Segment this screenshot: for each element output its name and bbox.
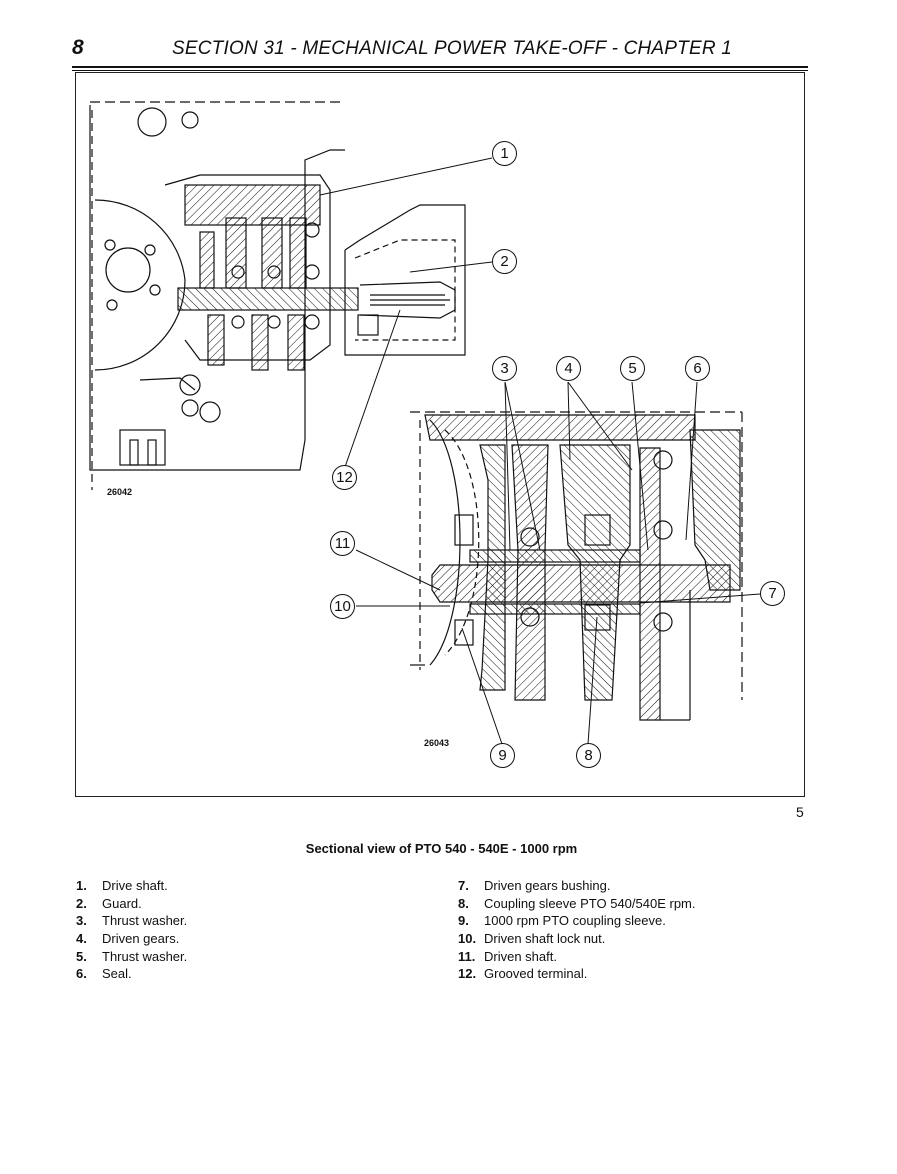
legend-item: 2.Guard. bbox=[76, 895, 142, 911]
callout-10: 10 bbox=[330, 594, 355, 619]
legend-item: 8.Coupling sleeve PTO 540/540E rpm. bbox=[458, 895, 696, 911]
page-header: 8 SECTION 31 - MECHANICAL POWER TAKE-OFF… bbox=[72, 36, 808, 66]
callout-4: 4 bbox=[556, 356, 581, 381]
header-rule-thin bbox=[72, 70, 808, 71]
lower-drawing bbox=[410, 411, 743, 721]
callout-1: 1 bbox=[492, 141, 517, 166]
legend-left: 1.Drive shaft. 2.Guard. 3.Thrust washer.… bbox=[76, 878, 187, 984]
legend-item: 3.Thrust washer. bbox=[76, 913, 188, 929]
legend-item: 9.1000 rpm PTO coupling sleeve. bbox=[458, 913, 666, 929]
callout-12: 12 bbox=[332, 465, 357, 490]
section-title: SECTION 31 - MECHANICAL POWER TAKE-OFF -… bbox=[172, 38, 733, 59]
legend-right: 7.Driven gears bushing. 8.Coupling sleev… bbox=[458, 878, 696, 984]
leader-lines bbox=[319, 157, 761, 745]
legend-item: 1.Drive shaft. bbox=[76, 878, 168, 893]
legend-item: 7.Driven gears bushing. bbox=[458, 878, 611, 893]
upper-figure-ref: 26042 bbox=[107, 487, 133, 497]
callout-11: 11 bbox=[330, 531, 355, 556]
header-rule bbox=[72, 66, 808, 68]
legend-item: 4.Driven gears. bbox=[76, 931, 180, 947]
legend-item: 12.Grooved terminal. bbox=[458, 966, 588, 982]
legend-item: 10.Driven shaft lock nut. bbox=[458, 931, 606, 947]
legend-item: 11.Driven shaft. bbox=[458, 948, 557, 964]
callout-8: 8 bbox=[576, 743, 601, 768]
figure-caption: Sectional view of PTO 540 - 540E - 1000 … bbox=[305, 841, 578, 856]
lower-figure-ref: 26043 bbox=[424, 738, 450, 748]
callout-9: 9 bbox=[490, 743, 515, 768]
callout-2: 2 bbox=[492, 249, 517, 274]
legend-item: 6.Seal. bbox=[76, 966, 132, 982]
callout-3: 3 bbox=[492, 356, 517, 381]
figure-number: 5 bbox=[796, 804, 804, 820]
callout-5: 5 bbox=[620, 356, 645, 381]
callout-6: 6 bbox=[685, 356, 710, 381]
callout-7: 7 bbox=[760, 581, 785, 606]
page-number: 8 bbox=[72, 36, 84, 59]
upper-drawing bbox=[89, 101, 466, 490]
legend-item: 5.Thrust washer. bbox=[76, 948, 188, 964]
